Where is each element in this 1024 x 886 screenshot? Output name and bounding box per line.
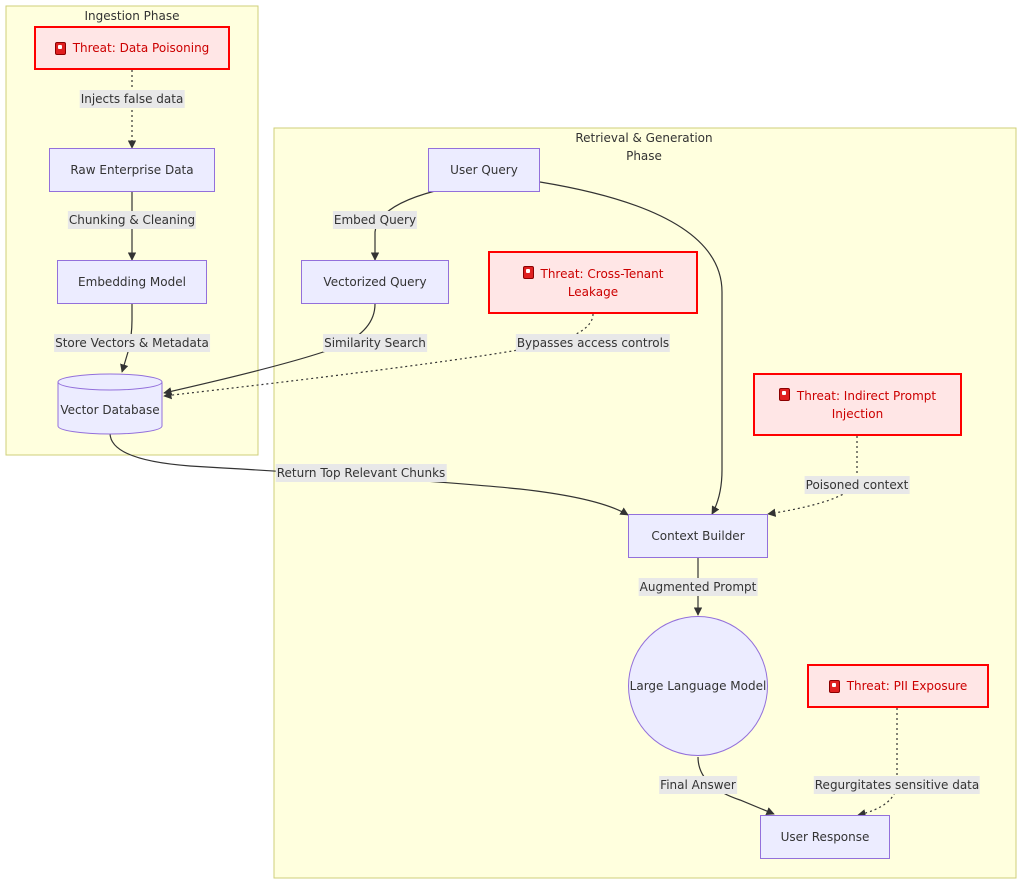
edge-label-poisoned: Poisoned context	[804, 476, 910, 494]
threat-data-poisoning[interactable]: Threat: Data Poisoning	[34, 26, 230, 70]
vector-database-label: Vector Database	[60, 403, 160, 417]
retrieval-phase-title: Retrieval & Generation Phase	[575, 131, 713, 163]
edge-label-embed-query: Embed Query	[332, 211, 418, 229]
large-language-model-node[interactable]: Large Language Model	[628, 616, 768, 756]
edge-regurgitates-data	[857, 708, 898, 818]
edge-label-bypasses: Bypasses access controls	[515, 334, 671, 352]
threat-pii-label: Threat: PII Exposure	[846, 679, 968, 693]
threat-data-poisoning-label: Threat: Data Poisoning	[72, 41, 210, 55]
raw-enterprise-data-node[interactable]: Raw Enterprise Data	[49, 148, 215, 192]
edge-label-augmented: Augmented Prompt	[638, 578, 758, 596]
edge-label-injects: Injects false data	[79, 90, 185, 108]
retrieval-generation-phase-group	[273, 127, 1017, 879]
edge-label-regurgitates: Regurgitates sensitive data	[813, 776, 981, 794]
user-response-label: User Response	[780, 830, 870, 844]
vectorized-query-label: Vectorized Query	[323, 275, 427, 289]
edge-label-return-chunks: Return Top Relevant Chunks	[275, 464, 447, 482]
threat-cross-tenant-leakage[interactable]: Threat: Cross-Tenant Leakage	[488, 251, 698, 314]
threat-indirect-prompt-injection[interactable]: Threat: Indirect Prompt Injection	[753, 373, 962, 436]
raw-enterprise-data-label: Raw Enterprise Data	[70, 163, 194, 177]
warning-icon	[828, 679, 840, 693]
edge-label-final-answer: Final Answer	[659, 776, 737, 794]
vectorized-query-node[interactable]: Vectorized Query	[301, 260, 449, 304]
edge-user-query-to-context	[539, 181, 723, 515]
threat-pii-exposure[interactable]: Threat: PII Exposure	[807, 664, 989, 708]
edge-label-store-vectors: Store Vectors & Metadata	[54, 334, 210, 352]
large-language-model-label: Large Language Model	[629, 679, 767, 693]
warning-icon	[778, 387, 790, 401]
edge-label-chunking: Chunking & Cleaning	[67, 211, 197, 229]
vector-database-cylinder	[57, 373, 163, 435]
warning-icon	[54, 41, 66, 55]
ingestion-phase-title: Ingestion Phase	[84, 9, 180, 23]
context-builder-label: Context Builder	[651, 529, 745, 543]
warning-icon	[522, 265, 534, 279]
threat-indirect-label: Threat: Indirect Prompt Injection	[778, 387, 936, 423]
embedding-model-node[interactable]: Embedding Model	[57, 260, 207, 304]
edge-poisoned-context	[767, 436, 858, 517]
edge-label-similarity: Similarity Search	[323, 334, 427, 352]
user-query-label: User Query	[450, 163, 518, 177]
threat-cross-tenant-label: Threat: Cross-Tenant Leakage	[522, 265, 663, 301]
user-query-node[interactable]: User Query	[428, 148, 540, 192]
user-response-node[interactable]: User Response	[760, 815, 890, 859]
context-builder-node[interactable]: Context Builder	[628, 514, 768, 558]
vector-database-node[interactable]: Vector Database	[58, 390, 162, 430]
embedding-model-label: Embedding Model	[78, 275, 186, 289]
